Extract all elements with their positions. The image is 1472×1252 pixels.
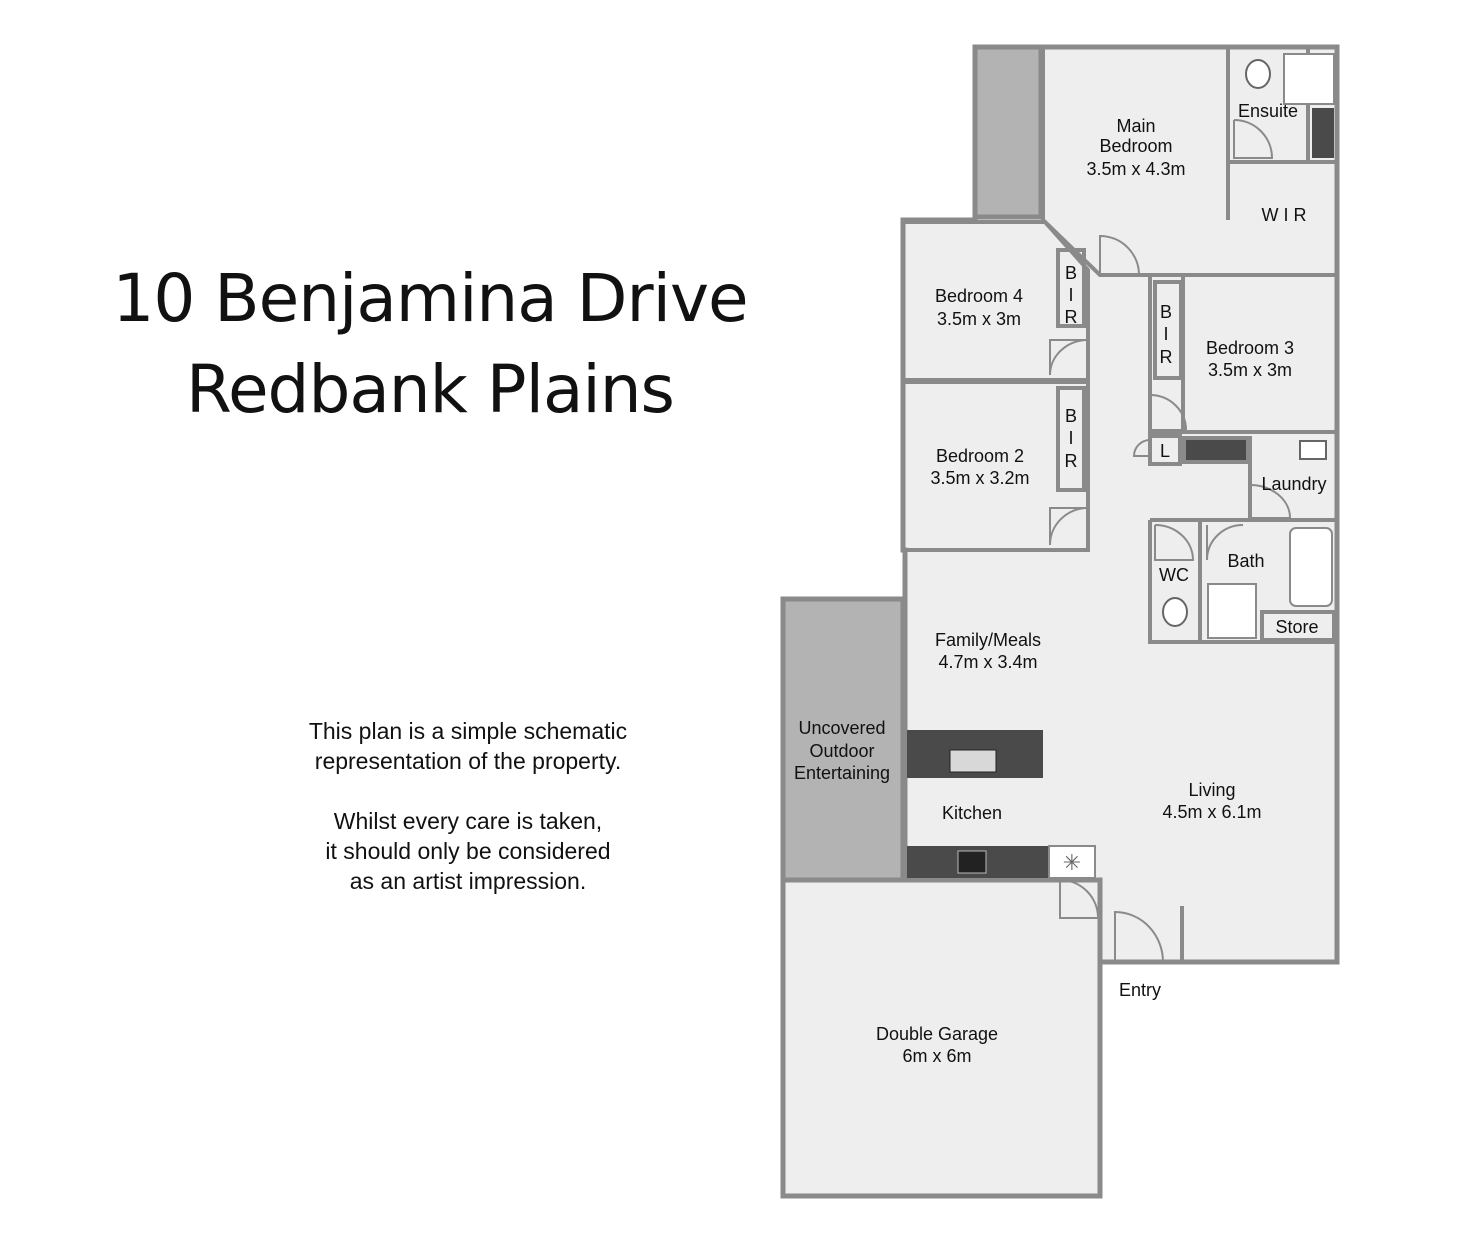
garage-size: 6m x 6m: [902, 1046, 971, 1066]
bath-tub: [1289, 527, 1333, 607]
cooktop: [957, 850, 987, 874]
bath-shower: [1207, 583, 1257, 639]
kitchen-sink: [949, 749, 997, 773]
disclaimer-line: This plan is a simple schematic: [308, 718, 628, 744]
linen-label: L: [1160, 441, 1170, 461]
bir-label: I: [1163, 324, 1168, 344]
bir-label: B: [1065, 263, 1077, 283]
bir-label: R: [1065, 451, 1078, 471]
family-meals-size: 4.7m x 3.4m: [938, 652, 1037, 672]
room-labels: Main Bedroom 3.5m x 4.3m Ensuite W I R B…: [794, 101, 1327, 1066]
bedroom3-label: Bedroom 3: [1206, 338, 1294, 358]
wc-label: WC: [1159, 565, 1189, 585]
main-bedroom-label: Main: [1116, 116, 1155, 136]
address-line-2: Redbank Plains: [186, 351, 675, 428]
bath-label: Bath: [1227, 551, 1264, 571]
outdoor-label: Uncovered: [798, 718, 885, 738]
fixtures: ✳: [907, 53, 1335, 879]
bir-label: B: [1065, 406, 1077, 426]
outdoor-label: Outdoor: [809, 741, 874, 761]
garage-area: [780, 877, 1103, 1199]
disclaimer-line: Whilst every care is taken,: [333, 808, 603, 834]
bedroom4-label: Bedroom 4: [935, 286, 1023, 306]
main-bedroom-size: 3.5m x 4.3m: [1086, 159, 1185, 179]
bedroom4-size: 3.5m x 3m: [937, 309, 1021, 329]
main-bedroom-label: Bedroom: [1099, 136, 1172, 156]
disclaimer-line: representation of the property.: [314, 748, 622, 774]
laundry-tub: [1299, 440, 1327, 460]
wir-label: W I R: [1262, 205, 1307, 225]
bedroom2-label: Bedroom 2: [936, 446, 1024, 466]
bir-label: I: [1068, 428, 1073, 448]
garage-label: Double Garage: [876, 1024, 998, 1044]
fridge-icon: ✳: [1063, 851, 1081, 876]
bir-label: I: [1068, 285, 1073, 305]
outdoor-entertaining-area: [780, 596, 906, 883]
side-strip: [972, 44, 1044, 220]
bir-label: R: [1160, 347, 1173, 367]
disclaimer-line: as an artist impression.: [349, 868, 587, 894]
ensuite-vanity: [1312, 108, 1334, 158]
living-size: 4.5m x 6.1m: [1162, 802, 1261, 822]
door-swings: [1049, 119, 1292, 963]
fridge-space: [1048, 845, 1096, 879]
family-meals-label: Family/Meals: [935, 630, 1041, 650]
ensuite-shower: [1283, 53, 1335, 105]
living-label: Living: [1188, 780, 1235, 800]
store-label: Store: [1275, 617, 1318, 637]
kitchen-label: Kitchen: [942, 803, 1002, 823]
disclaimer-paragraph-1: This plan is a simple schematic represen…: [268, 716, 668, 776]
bir-label: B: [1160, 302, 1172, 322]
wc-toilet: [1162, 597, 1188, 627]
entry-label: Entry: [1119, 980, 1161, 1000]
outdoor-label: Entertaining: [794, 763, 890, 783]
house-outline: [900, 44, 1340, 965]
address-line-1: 10 Benjamina Drive: [112, 260, 748, 337]
laundry-label: Laundry: [1261, 474, 1326, 494]
bedroom3-size: 3.5m x 3m: [1208, 360, 1292, 380]
ensuite-label: Ensuite: [1238, 101, 1298, 121]
bir-label: R: [1065, 307, 1078, 327]
ensuite-toilet: [1245, 59, 1271, 89]
disclaimer-line: it should only be considered: [325, 838, 611, 864]
bedroom2-size: 3.5m x 3.2m: [930, 468, 1029, 488]
disclaimer-paragraph-2: Whilst every care is taken, it should on…: [268, 806, 668, 896]
